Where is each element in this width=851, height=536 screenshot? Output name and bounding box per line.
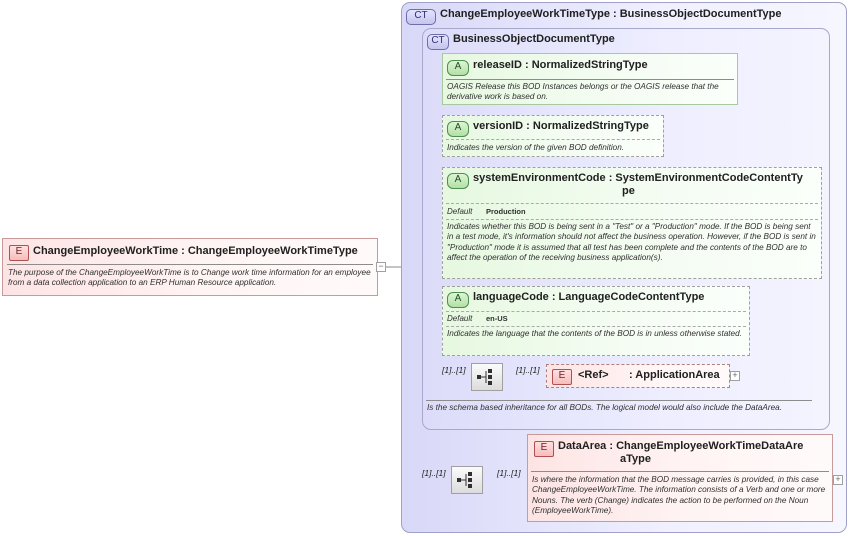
attribute-release-id[interactable]: A releaseID : NormalizedStringType OAGIS… [442, 53, 738, 105]
default-label: Default [447, 207, 473, 216]
attribute-doc: Indicates the version of the given BOD d… [447, 143, 625, 152]
complex-type-badge-icon: CT [406, 9, 436, 25]
element-badge-icon: E [552, 369, 572, 385]
attribute-title: releaseID : NormalizedStringType [473, 59, 648, 71]
attribute-title: versionID : NormalizedStringType [473, 120, 649, 132]
root-element-title: ChangeEmployeeWorkTime : ChangeEmployeeW… [33, 245, 358, 257]
root-element-doc: The purpose of the ChangeEmployeeWorkTim… [8, 268, 371, 288]
ref-label: <Ref> [578, 369, 609, 381]
attribute-badge-icon: A [447, 292, 469, 308]
complex-type-badge-icon: CT [427, 34, 449, 50]
expand-plus-icon[interactable]: + [833, 475, 843, 485]
inner-type-doc: Is the schema based inheritance for all … [427, 403, 782, 412]
cardinality-label: [1]..[1] [516, 365, 540, 375]
cardinality-label: [1]..[1] [497, 468, 521, 478]
cardinality-label: [1]..[1] [442, 365, 466, 375]
element-title-line2: aType [620, 453, 651, 465]
element-application-area-ref[interactable]: E <Ref> : ApplicationArea [546, 364, 730, 388]
sequence-compositor-glyph [457, 472, 472, 488]
attribute-title: languageCode : LanguageCodeContentType [473, 291, 705, 303]
root-element-box[interactable]: E ChangeEmployeeWorkTime : ChangeEmploye… [2, 238, 378, 296]
element-data-area[interactable]: E DataArea : ChangeEmployeeWorkTimeDataA… [527, 434, 833, 522]
attribute-title-line1: systemEnvironmentCode : SystemEnvironmen… [473, 172, 803, 184]
attribute-badge-icon: A [447, 121, 469, 137]
attribute-doc: OAGIS Release this BOD Instances belongs… [447, 82, 719, 102]
element-badge-icon: E [534, 441, 554, 457]
attribute-doc: Indicates whether this BOD is being sent… [447, 222, 816, 262]
attribute-badge-icon: A [447, 60, 469, 76]
sequence-compositor-icon[interactable] [471, 363, 503, 391]
cardinality-label: [1]..[1] [422, 468, 446, 478]
sequence-compositor-icon[interactable] [451, 466, 483, 494]
expand-plus-icon[interactable]: + [730, 371, 740, 381]
attribute-system-environment-code[interactable]: A systemEnvironmentCode : SystemEnvironm… [442, 167, 822, 279]
attribute-title-line2: pe [622, 185, 635, 197]
attribute-doc: Indicates the language that the contents… [447, 329, 742, 338]
default-value: Production [486, 207, 526, 216]
element-badge-icon: E [9, 245, 29, 261]
attribute-language-code[interactable]: A languageCode : LanguageCodeContentType… [442, 286, 750, 356]
attribute-badge-icon: A [447, 173, 469, 189]
default-value: en-US [486, 314, 508, 323]
inner-type-title: BusinessObjectDocumentType [453, 33, 615, 45]
outer-type-title: ChangeEmployeeWorkTimeType : BusinessObj… [440, 8, 782, 20]
sequence-compositor-glyph [477, 369, 492, 385]
collapse-minus-icon[interactable]: − [376, 262, 386, 272]
default-label: Default [447, 314, 473, 323]
element-doc: Is where the information that the BOD me… [532, 475, 826, 515]
element-title-line1: DataArea : ChangeEmployeeWorkTimeDataAre [558, 440, 804, 452]
element-title: : ApplicationArea [629, 369, 720, 381]
attribute-version-id[interactable]: A versionID : NormalizedStringType Indic… [442, 115, 664, 157]
